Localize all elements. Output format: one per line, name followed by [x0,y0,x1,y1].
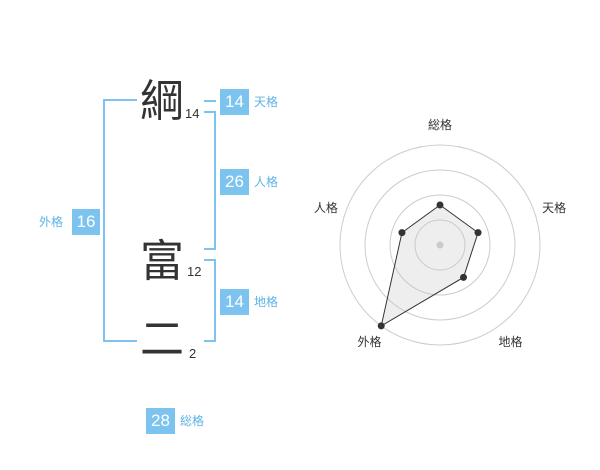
tenkaku-value: 14 [220,89,249,115]
radar-series-polygon [380,204,479,327]
radar-point-5 [398,229,406,237]
radar-axis-label: 総格 [428,117,452,132]
chikaku-value: 14 [220,289,249,315]
radar-point-3 [460,273,468,281]
radar-grid-ring [339,144,541,346]
radar-grid-ring [364,169,516,321]
stroke-count-2: 12 [187,264,202,279]
radar-grid-ring [389,194,491,296]
radar-grid-ring [414,219,466,271]
radar-axis-label: 外格 [357,334,381,349]
tenkaku-bracket [204,100,216,102]
jinkaku-label: 人格 [254,175,279,189]
name-char-3: 二 [140,314,184,365]
chikaku-bracket [204,259,216,342]
gaikaku-value: 16 [72,209,100,235]
gaikaku-label: 外格 [39,215,64,229]
name-char-1: 綱 [140,76,184,127]
radar-point-1 [436,201,444,209]
radar-point-2 [474,229,482,237]
radar-axis-label: 地格 [499,334,523,349]
stroke-count-1: 14 [185,106,200,121]
soukaku-label: 総格 [180,414,205,428]
tenkaku-label: 天格 [254,95,279,109]
jinkaku-value: 26 [220,169,249,195]
jinkaku-bracket [204,111,216,250]
radar-center-dot [436,241,444,249]
chikaku-label: 地格 [254,295,279,309]
gaikaku-bracket [103,99,137,342]
radar-axis-label: 天格 [542,200,566,215]
radar-point-4 [377,322,385,330]
radar-axis-label: 人格 [314,200,338,215]
name-char-2: 富 [140,236,184,287]
soukaku-value: 28 [146,408,175,434]
stroke-count-3: 2 [189,346,197,361]
